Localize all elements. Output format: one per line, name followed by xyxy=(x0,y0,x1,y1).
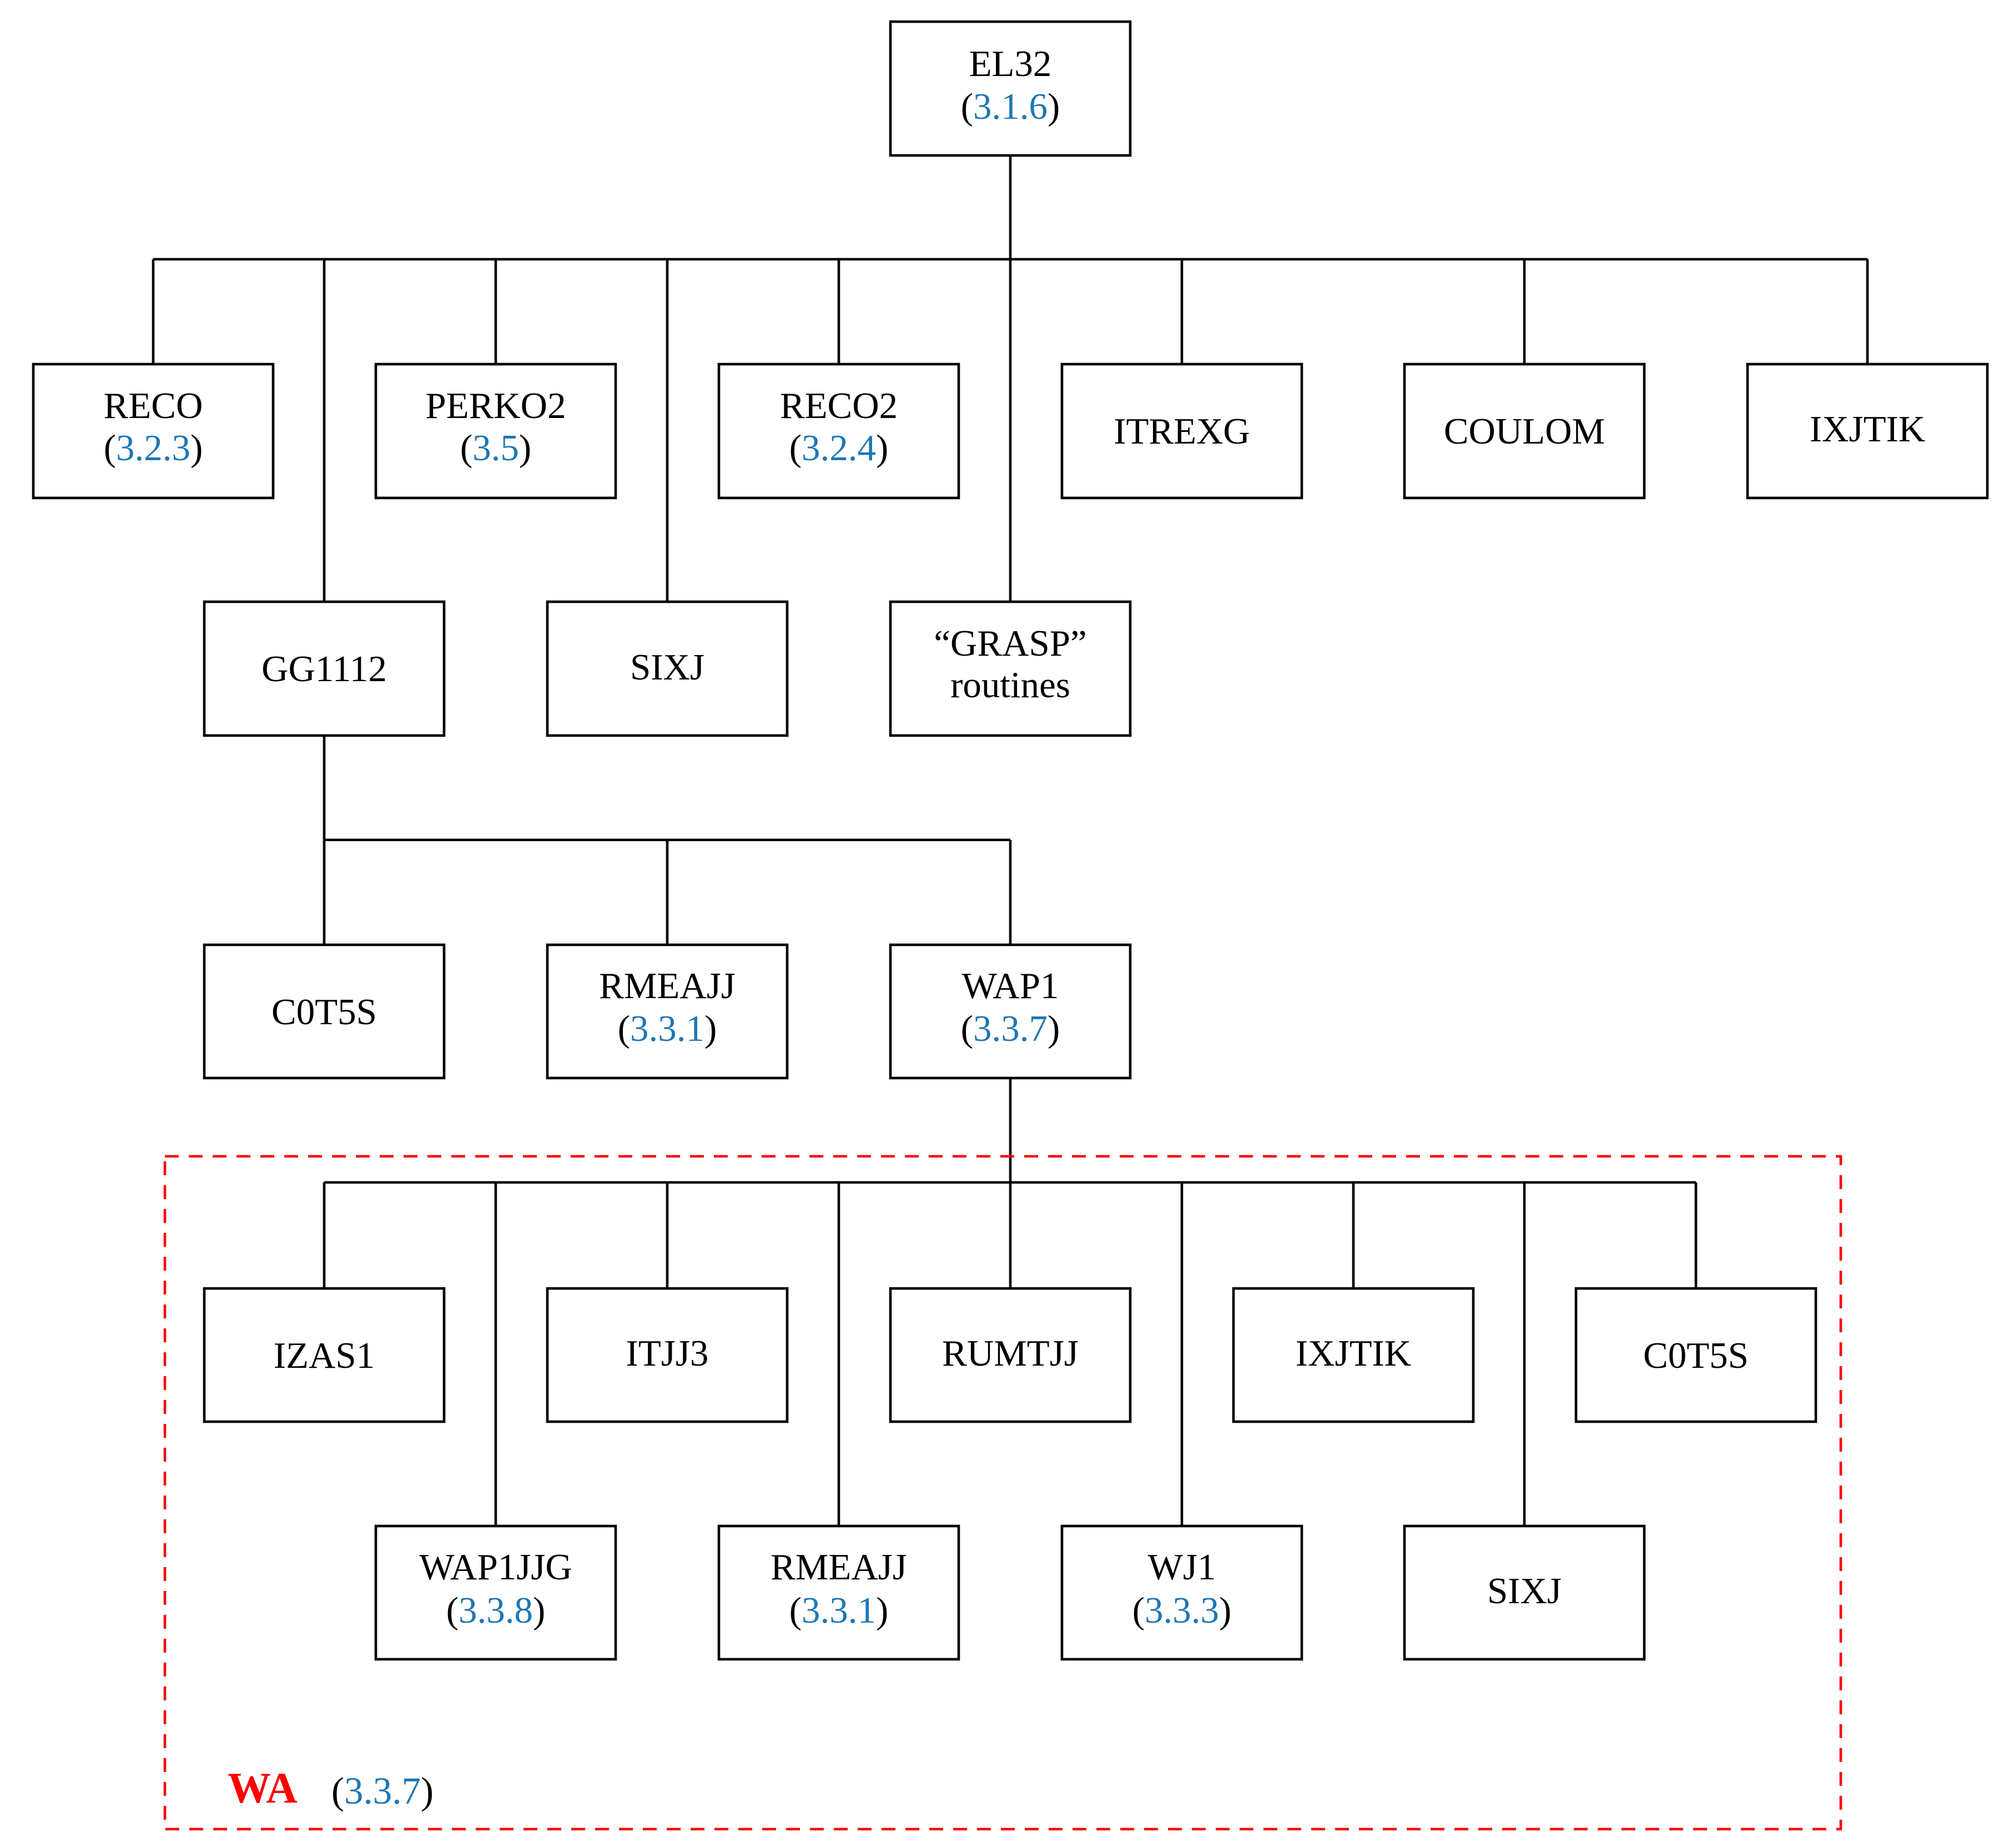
node-izas1-box xyxy=(203,1287,446,1423)
node-ixjtik-2: IXJTIK xyxy=(1232,1287,1475,1423)
node-itrexg-box xyxy=(1060,362,1303,500)
node-reco2-box xyxy=(717,362,960,500)
node-itrexg-label: ITREXG xyxy=(1114,411,1250,452)
node-wap1-box xyxy=(889,943,1132,1080)
node-reco2: RECO2 (3.2.4) xyxy=(717,362,960,500)
node-grasp-routines-sublabel: routines xyxy=(950,664,1070,706)
node-ixjtik-2-box xyxy=(1232,1287,1475,1423)
node-wj1-box xyxy=(1060,1524,1303,1661)
node-c0t5s: C0T5S xyxy=(203,943,446,1080)
node-izas1: IZAS1 xyxy=(203,1287,446,1423)
node-rmeajj-2-ref-number: 3.3.1 xyxy=(802,1590,876,1631)
node-wap1jjg-ref-number: 3.3.8 xyxy=(459,1590,533,1631)
node-el32-box xyxy=(889,20,1132,157)
node-itjj3: ITJJ3 xyxy=(546,1287,789,1423)
node-gg1112: GG1112 xyxy=(203,600,446,737)
node-perko2-ref-number: 3.5 xyxy=(472,427,519,469)
node-izas1-label: IZAS1 xyxy=(274,1335,375,1376)
node-wj1: WJ1 (3.3.3) xyxy=(1060,1524,1303,1661)
node-coulom-box xyxy=(1403,362,1646,500)
node-perko2-ref: (3.5) xyxy=(460,427,531,469)
node-el32-label: EL32 xyxy=(969,43,1052,84)
node-rmeajj-2-label: RMEAJJ xyxy=(771,1547,907,1588)
wa-group-ref: (3.3.7) xyxy=(331,1770,434,1812)
node-rmeajj-ref: (3.3.1) xyxy=(618,1008,717,1049)
node-wap1: WAP1 (3.3.7) xyxy=(889,943,1132,1080)
node-gg1112-box xyxy=(203,600,446,737)
node-sixj-2-box xyxy=(1403,1524,1646,1661)
node-c0t5s-box xyxy=(203,943,446,1080)
node-wj1-label: WJ1 xyxy=(1148,1547,1216,1588)
node-rumtjj-box xyxy=(889,1287,1132,1423)
node-grasp-routines: “GRASP” routines xyxy=(889,600,1132,737)
wa-group-ref-number: 3.3.7 xyxy=(344,1770,421,1812)
node-perko2-label: PERKO2 xyxy=(425,385,566,426)
node-c0t5s-2-label: C0T5S xyxy=(1643,1335,1749,1376)
node-rmeajj-ref-number: 3.3.1 xyxy=(630,1008,704,1049)
node-wap1jjg-ref: (3.3.8) xyxy=(446,1590,546,1631)
node-wap1jjg: WAP1JJG (3.3.8) xyxy=(374,1524,617,1661)
node-ixjtik-2-label: IXJTIK xyxy=(1296,1333,1411,1374)
node-rmeajj-box xyxy=(546,943,789,1080)
node-rmeajj-label: RMEAJJ xyxy=(599,965,736,1006)
node-c0t5s-label: C0T5S xyxy=(271,991,377,1033)
node-el32-ref: (3.1.6) xyxy=(961,86,1060,127)
node-rumtjj: RUMTJJ xyxy=(889,1287,1132,1423)
node-rmeajj: RMEAJJ (3.3.1) xyxy=(546,943,789,1080)
wa-group-frame xyxy=(163,1155,1842,1831)
node-rumtjj-label: RUMTJJ xyxy=(942,1333,1079,1374)
node-el32-ref-number: 3.1.6 xyxy=(973,86,1048,127)
connectors xyxy=(152,155,1869,1526)
node-wap1jjg-label: WAP1JJG xyxy=(419,1547,572,1588)
node-sixj-2-label: SIXJ xyxy=(1487,1570,1562,1612)
node-reco-ref: (3.2.3) xyxy=(104,427,203,469)
node-ixjtik-label: IXJTIK xyxy=(1810,409,1925,450)
node-itrexg: ITREXG xyxy=(1060,362,1303,500)
node-sixj: SIXJ xyxy=(546,600,789,737)
node-c0t5s-2: C0T5S xyxy=(1574,1287,1817,1423)
node-itjj3-box xyxy=(546,1287,789,1423)
node-itjj3-label: ITJJ3 xyxy=(626,1333,709,1374)
node-c0t5s-2-box xyxy=(1574,1287,1817,1423)
node-wap1jjg-box xyxy=(374,1524,617,1661)
node-ixjtik-box xyxy=(1746,362,1989,500)
node-perko2: PERKO2 (3.5) xyxy=(374,362,617,500)
node-gg1112-label: GG1112 xyxy=(261,648,387,689)
node-wap1-ref-number: 3.3.7 xyxy=(973,1008,1048,1049)
wa-group-title: WA xyxy=(228,1764,298,1812)
node-reco: RECO (3.2.3) xyxy=(32,362,275,500)
wa-group: WA (3.3.7) xyxy=(163,1155,1842,1831)
node-wj1-ref-number: 3.3.3 xyxy=(1145,1590,1219,1631)
node-reco-ref-number: 3.2.3 xyxy=(116,427,190,469)
node-el32: EL32 (3.1.6) xyxy=(889,20,1132,157)
node-ixjtik: IXJTIK xyxy=(1746,362,1989,500)
node-rmeajj-2-ref: (3.3.1) xyxy=(789,1590,889,1631)
node-reco-box xyxy=(32,362,275,500)
node-grasp-routines-box xyxy=(889,600,1132,737)
node-sixj-box xyxy=(546,600,789,737)
node-rmeajj-2-box xyxy=(717,1524,960,1661)
node-reco2-label: RECO2 xyxy=(780,385,898,426)
node-reco2-ref-number: 3.2.4 xyxy=(802,427,876,469)
node-sixj-label: SIXJ xyxy=(630,647,704,688)
node-wj1-ref: (3.3.3) xyxy=(1132,1590,1232,1631)
node-reco2-ref: (3.2.4) xyxy=(789,427,889,469)
node-perko2-box xyxy=(374,362,617,500)
node-reco-label: RECO xyxy=(104,385,203,426)
node-rmeajj-2: RMEAJJ (3.3.1) xyxy=(717,1524,960,1661)
node-wap1-ref: (3.3.7) xyxy=(961,1008,1060,1049)
node-grasp-routines-label: “GRASP” xyxy=(934,623,1086,664)
node-coulom: COULOM xyxy=(1403,362,1646,500)
node-wap1-label: WAP1 xyxy=(962,965,1059,1006)
node-coulom-label: COULOM xyxy=(1444,411,1605,452)
node-sixj-2: SIXJ xyxy=(1403,1524,1646,1661)
